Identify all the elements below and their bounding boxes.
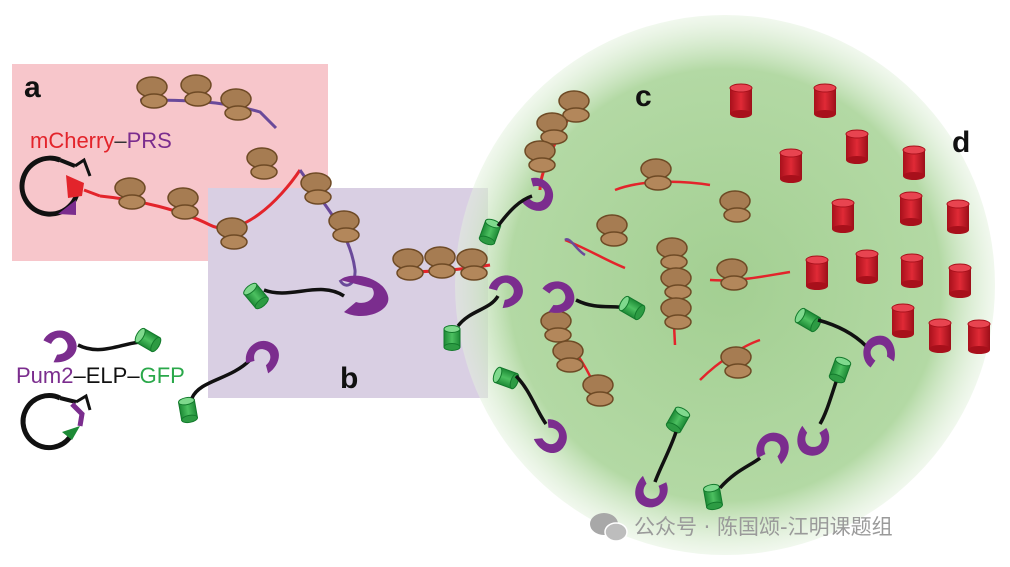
- label-dash: –: [114, 128, 127, 153]
- panel-label-c: c: [635, 80, 652, 113]
- ribosome-cluster-bridge: [392, 246, 488, 281]
- watermark-text: 公众号 · 陈国颂-江明课题组: [634, 515, 893, 539]
- pum2-elp-gfp-molecule: [177, 334, 285, 425]
- polysome-droplet: [656, 237, 692, 346]
- ribosome-free: [719, 190, 751, 223]
- polysome-droplet: [540, 310, 614, 407]
- plasmid-pum2-elp-gfp-icon: [20, 393, 92, 451]
- mcherry-prs-label: mCherry–PRS: [30, 128, 172, 153]
- pum2-elp-gfp-molecule: [491, 365, 574, 460]
- pum2-label: Pum2: [16, 363, 73, 388]
- label-dash-1: –: [73, 363, 86, 388]
- elp-label: ELP: [86, 363, 128, 388]
- wechat-icon: [590, 513, 628, 542]
- pum2-elp-gfp-molecule: [794, 355, 853, 459]
- polysome-droplet: [517, 90, 590, 217]
- polysome-droplet: [614, 158, 711, 192]
- pum2-elp-gfp-molecule: [702, 427, 794, 512]
- label-dash-2: –: [127, 363, 140, 388]
- prs-label: PRS: [127, 128, 172, 153]
- pum2-elp-gfp-label: Pum2–ELP–GFP: [16, 363, 185, 388]
- polysome-droplet: [564, 214, 628, 270]
- panel-label-a: a: [24, 71, 41, 104]
- pum2-elp-gfp-molecule: [630, 404, 692, 513]
- plasmid-mcherry-prs-icon: [19, 155, 101, 217]
- panel-label-d: d: [952, 126, 970, 159]
- pum2-elp-gfp-molecule: [477, 194, 533, 247]
- pum2-elp-gfp-molecule: [541, 278, 648, 322]
- gfp-label: GFP: [140, 363, 185, 388]
- panel-label-b: b: [340, 362, 358, 395]
- pum2-elp-gfp-molecule: [41, 325, 164, 366]
- polysome-droplet: [699, 338, 761, 381]
- pum2-elp-gfp-molecule: [443, 269, 529, 351]
- polysome-droplet: [709, 258, 791, 291]
- watermark: 公众号 · 陈国颂-江明课题组: [590, 513, 893, 542]
- pum2-elp-gfp-molecule: [241, 280, 345, 312]
- pum2-elp-gfp-molecule: [792, 306, 897, 369]
- pum2-bound-b: [340, 275, 389, 317]
- mcherry-label: mCherry: [30, 128, 114, 153]
